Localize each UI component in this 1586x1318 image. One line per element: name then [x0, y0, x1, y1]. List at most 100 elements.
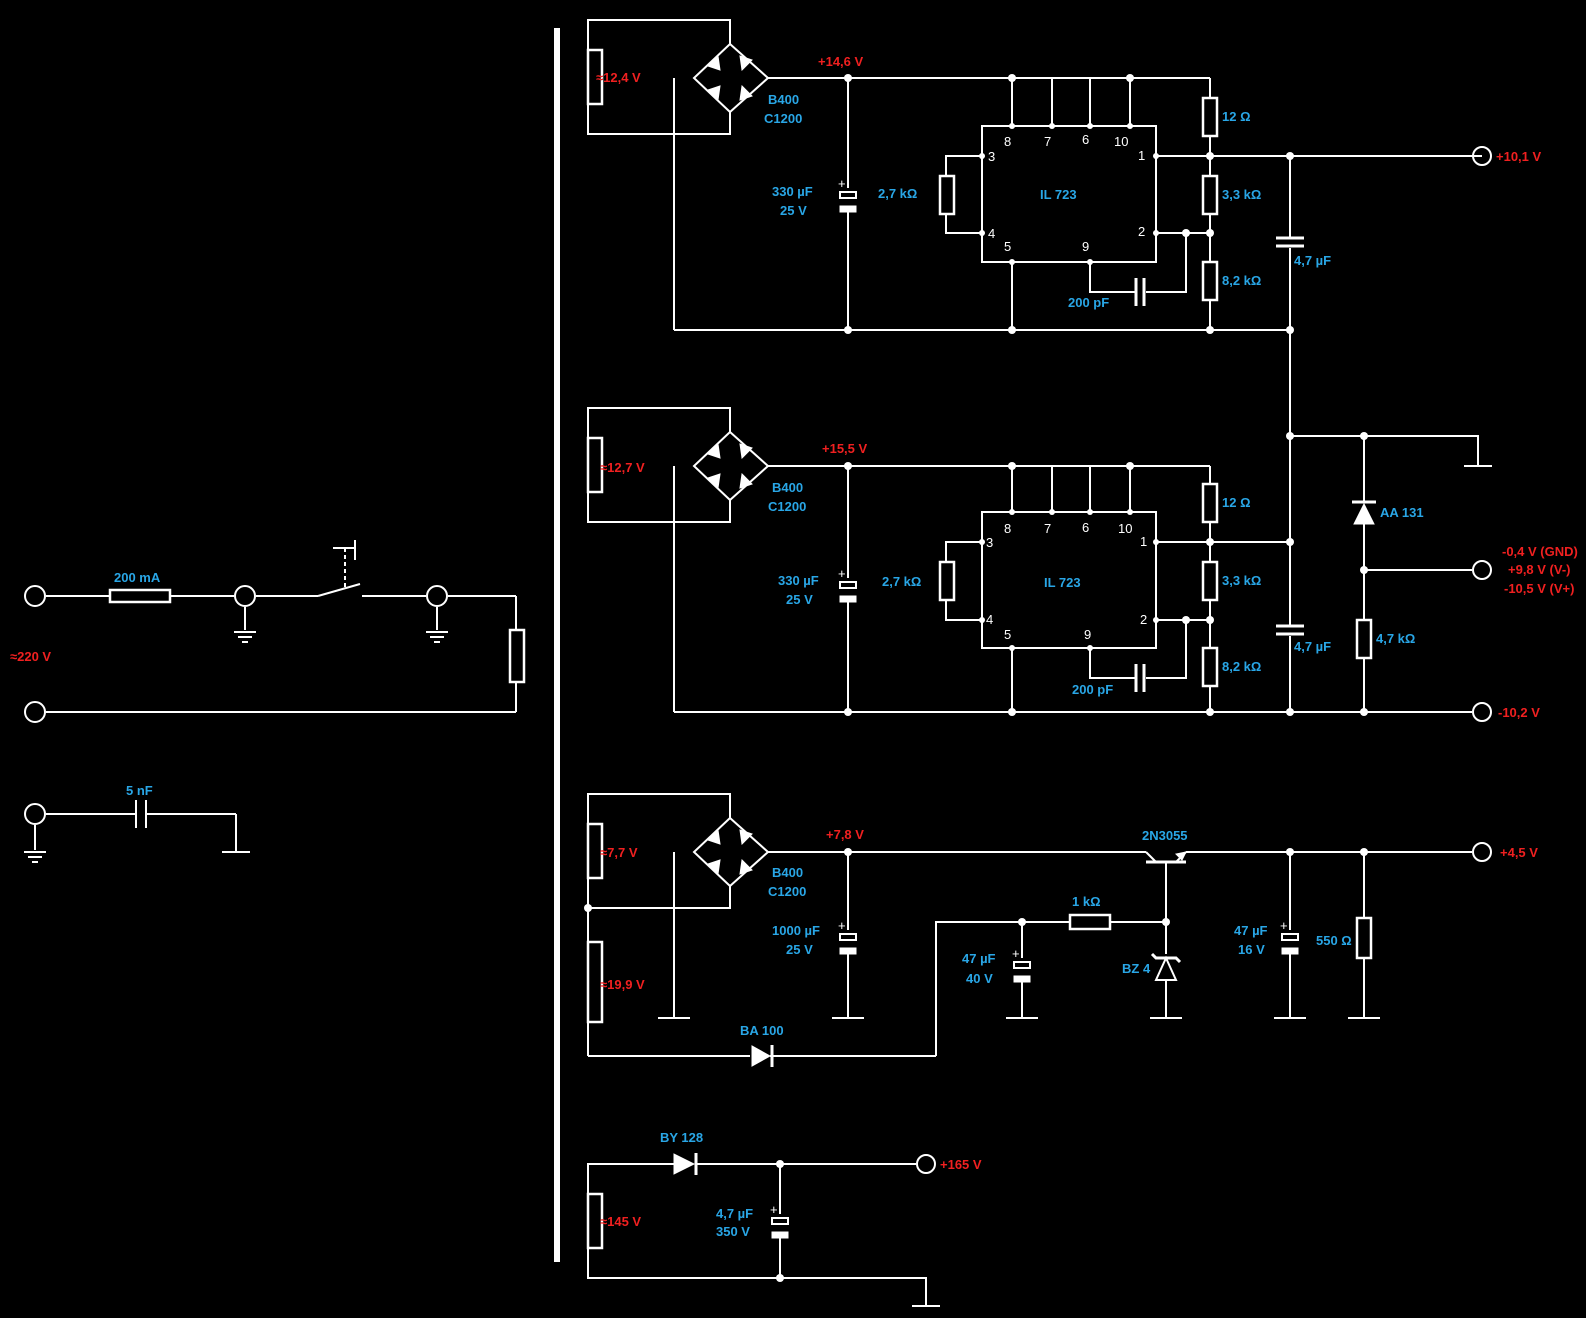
svg-text:8,2 kΩ: 8,2 kΩ [1222, 659, 1261, 674]
out-4v5-label: +4,5 V [1500, 845, 1538, 860]
out-terminal-mid [1472, 560, 1492, 580]
svg-text:9: 9 [1084, 627, 1091, 642]
svg-text:2,7 kΩ: 2,7 kΩ [878, 186, 917, 201]
svg-text:+: + [838, 918, 846, 933]
res-3k3-1 [1201, 174, 1219, 216]
svg-text:330 µF: 330 µF [778, 573, 819, 588]
aa131-label: AA 131 [1380, 505, 1424, 520]
diode-ba100 [751, 1045, 774, 1067]
res-3k3-2 [1201, 560, 1219, 602]
regulator-1: + ≈12,4 V B400 C1200 +14,6 V 330 µF 25 V… [586, 19, 1542, 334]
cap-200pf-1 [1134, 278, 1146, 306]
bridge-rectifier-2 [692, 430, 770, 502]
test-point-1 [234, 585, 256, 607]
winding-3b-voltage: ≈19,9 V [600, 977, 645, 992]
svg-text:350 V: 350 V [716, 1224, 750, 1239]
svg-text:2: 2 [1138, 224, 1145, 239]
svg-text:1 kΩ: 1 kΩ [1072, 894, 1101, 909]
svg-text:1: 1 [1138, 148, 1145, 163]
res-550ohm [1355, 916, 1373, 960]
svg-text:2: 2 [1140, 612, 1147, 627]
svg-text:7: 7 [1044, 521, 1051, 536]
svg-text:-0,4 V (GND): -0,4 V (GND) [1502, 544, 1578, 559]
svg-text:+9,8 V (V-): +9,8 V (V-) [1508, 562, 1571, 577]
svg-text:330 µF: 330 µF [772, 184, 813, 199]
svg-text:47 µF: 47 µF [1234, 923, 1268, 938]
fuse-symbol [108, 588, 172, 604]
cap-4u7-1 [1276, 236, 1304, 248]
svg-text:12 Ω: 12 Ω [1222, 495, 1251, 510]
winding-2-voltage: ≈12,7 V [600, 460, 645, 475]
svg-text:10: 10 [1118, 521, 1132, 536]
svg-text:B400: B400 [772, 865, 803, 880]
regulator-3: + + + ≈7,7 V ≈19, [584, 793, 1538, 1067]
ground-symbol-2 [425, 631, 449, 643]
cap-47uf-16v [1281, 933, 1299, 941]
ic1-label: IL 723 [1040, 187, 1077, 202]
svg-text:5: 5 [1004, 239, 1011, 254]
svg-text:BZ 4: BZ 4 [1122, 961, 1151, 976]
svg-text:200 pF: 200 pF [1072, 682, 1113, 697]
svg-text:B400: B400 [772, 480, 803, 495]
mains-terminal-n [24, 701, 46, 723]
winding-3a-voltage: ≈7,7 V [600, 845, 638, 860]
mains-switch [317, 540, 361, 597]
out-terminal-neg10v2 [1472, 702, 1492, 722]
fuse-label: 200 mA [114, 570, 161, 585]
cap-330uf-1 [839, 191, 857, 199]
cap-5nf [135, 800, 147, 828]
ground-symbol-earth [23, 851, 47, 863]
svg-text:C1200: C1200 [764, 111, 802, 126]
svg-text:BY 128: BY 128 [660, 1130, 703, 1145]
out-10v1-label: +10,1 V [1496, 149, 1542, 164]
svg-text:47 µF: 47 µF [962, 951, 996, 966]
svg-text:25 V: 25 V [780, 203, 807, 218]
cap-4u7-2 [1276, 624, 1304, 636]
mains-section: 200 mA ≈220 V 5 nF [10, 540, 526, 863]
mains-terminal-l [24, 585, 46, 607]
svg-text:C1200: C1200 [768, 884, 806, 899]
res-2k7-1 [938, 174, 956, 216]
svg-text:25 V: 25 V [786, 592, 813, 607]
svg-text:12 Ω: 12 Ω [1222, 109, 1251, 124]
ic2-label: IL 723 [1044, 575, 1081, 590]
out-terminal-165v [916, 1154, 936, 1174]
reg3-vin: +7,8 V [826, 827, 864, 842]
svg-text:7: 7 [1044, 134, 1051, 149]
bridge-rectifier-1 [692, 42, 770, 114]
svg-text:BA 100: BA 100 [740, 1023, 784, 1038]
svg-text:4,7 µF: 4,7 µF [1294, 639, 1331, 654]
svg-text:5: 5 [1004, 627, 1011, 642]
svg-text:4,7 µF: 4,7 µF [716, 1206, 753, 1221]
res-8k2-2 [1201, 646, 1219, 688]
svg-text:B400: B400 [768, 92, 799, 107]
svg-text:200 pF: 200 pF [1068, 295, 1109, 310]
winding-1-voltage: ≈12,4 V [596, 70, 641, 85]
res-12ohm-1 [1201, 96, 1219, 138]
svg-text:+: + [1280, 918, 1288, 933]
mid-network: AA 131 4,7 kΩ -0,4 V (GND) +9,8 V (V-) -… [1276, 330, 1578, 712]
earth-terminal [24, 803, 46, 825]
bridge-rectifier-3 [692, 816, 770, 888]
svg-text:+: + [770, 1202, 778, 1217]
cap-200pf-2 [1134, 664, 1146, 692]
transformer-winding-4 [586, 1192, 604, 1250]
reg2-vin: +15,5 V [822, 441, 868, 456]
svg-text:3: 3 [986, 535, 993, 550]
svg-text:8: 8 [1004, 521, 1011, 536]
cap-1000uf [839, 933, 857, 941]
svg-text:-10,5 V (V+): -10,5 V (V+) [1504, 581, 1574, 596]
svg-text:16 V: 16 V [1238, 942, 1265, 957]
transformer-winding-3a [586, 822, 604, 880]
svg-text:1000 µF: 1000 µF [772, 923, 820, 938]
svg-text:25 V: 25 V [786, 942, 813, 957]
cap-5nf-label: 5 nF [126, 783, 153, 798]
diode-aa131 [1352, 500, 1376, 525]
svg-text:1: 1 [1140, 534, 1147, 549]
svg-text:8: 8 [1004, 134, 1011, 149]
test-point-2 [426, 585, 448, 607]
res-2k7-2 [938, 560, 956, 602]
svg-text:4: 4 [986, 612, 993, 627]
regulator-2: + ≈12,7 V B400 C1200 +15,5 V 330 µF 25 V… [586, 407, 1540, 722]
